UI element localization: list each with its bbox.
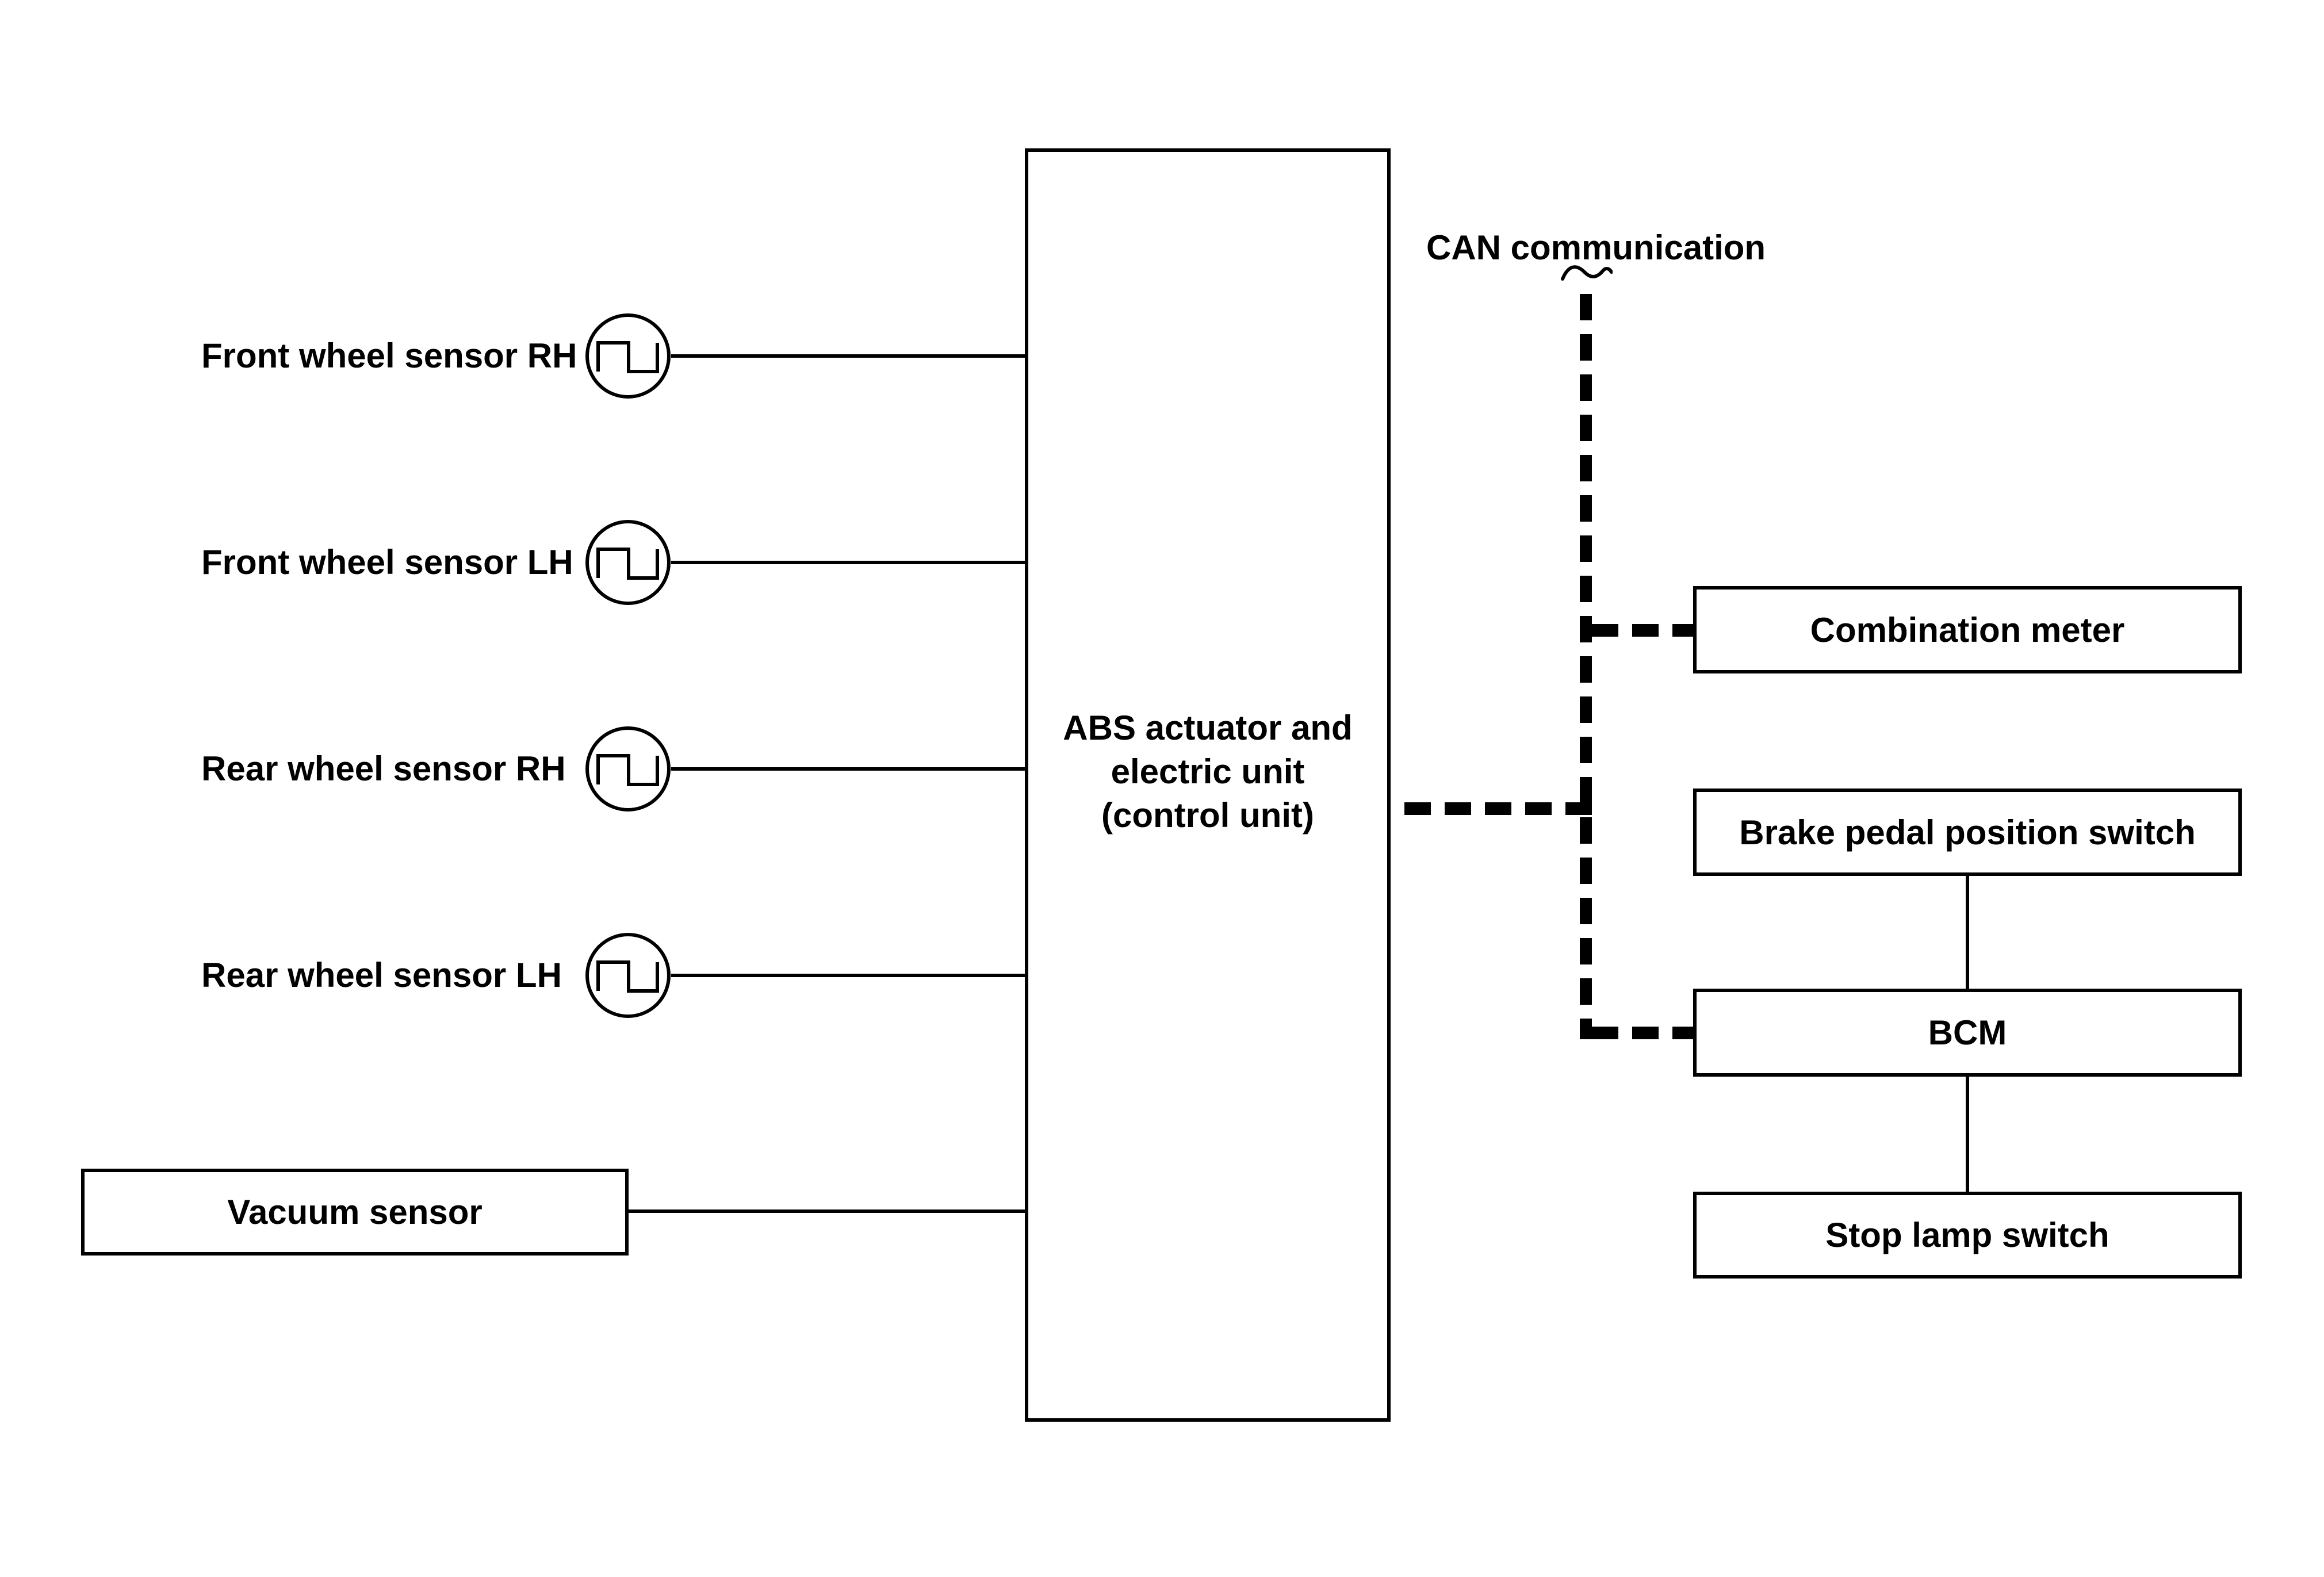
abs-label-line1: ABS actuator and — [1063, 709, 1353, 747]
wire-front-lh-to-abs — [671, 561, 1025, 564]
wire-front-rh-to-abs — [671, 354, 1025, 358]
stop-lamp-switch-label: Stop lamp switch — [1825, 1216, 2109, 1254]
wire-bcm-to-stop-lamp — [1966, 1075, 1969, 1193]
can-bus-elbow — [1580, 1027, 1592, 1039]
wire-rear-lh-to-abs — [671, 974, 1025, 977]
can-bus-junction — [1580, 802, 1592, 815]
vacuum-sensor-label: Vacuum sensor — [227, 1193, 483, 1231]
can-bus-vertical-line — [1580, 280, 1592, 1039]
rear-wheel-sensor-lh-label: Rear wheel sensor LH — [201, 956, 562, 994]
pulse-signal-icon — [585, 726, 671, 812]
abs-label-line2: electric unit — [1111, 752, 1305, 791]
wire-vacuum-to-abs — [629, 1209, 1025, 1213]
abs-actuator-label: ABS actuator and electric unit (control … — [1025, 706, 1391, 837]
rear-wheel-sensor-rh-label: Rear wheel sensor RH — [201, 749, 566, 788]
wire-rear-rh-to-abs — [671, 767, 1025, 771]
abs-actuator-box — [1025, 148, 1391, 1422]
can-communication-label: CAN communication — [1426, 228, 1766, 267]
abs-label-line3: (control unit) — [1101, 796, 1314, 835]
pulse-signal-icon — [585, 313, 671, 399]
brake-pedal-position-switch-label: Brake pedal position switch — [1739, 813, 2196, 852]
can-bus-break-icon — [1561, 265, 1613, 281]
combination-meter-box: Combination meter — [1693, 586, 2242, 673]
vacuum-sensor-box: Vacuum sensor — [81, 1169, 629, 1256]
front-wheel-sensor-rh-label: Front wheel sensor RH — [201, 336, 577, 375]
wire-brake-pedal-to-bcm — [1966, 875, 1969, 990]
front-wheel-sensor-lh-label: Front wheel sensor LH — [201, 543, 573, 581]
bcm-box: BCM — [1693, 989, 2242, 1077]
can-line-bus-to-bcm — [1592, 1027, 1694, 1039]
brake-pedal-position-switch-box: Brake pedal position switch — [1693, 789, 2242, 876]
pulse-signal-icon — [585, 520, 671, 605]
bcm-label: BCM — [1928, 1013, 2007, 1052]
stop-lamp-switch-box: Stop lamp switch — [1693, 1192, 2242, 1279]
pulse-signal-icon — [585, 933, 671, 1018]
can-line-abs-to-bus — [1391, 802, 1592, 815]
can-line-bus-to-combination-meter — [1592, 624, 1693, 637]
combination-meter-label: Combination meter — [1810, 610, 2125, 649]
